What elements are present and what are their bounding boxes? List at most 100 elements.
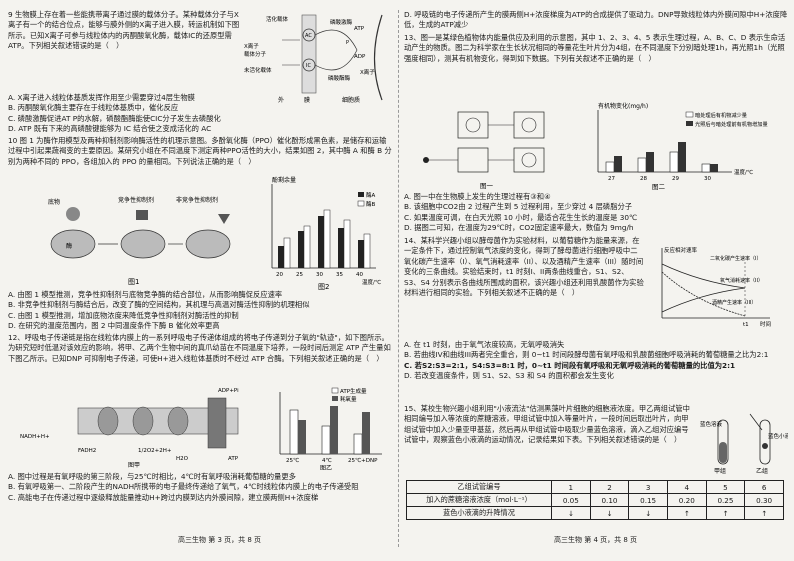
q9-option-d: D. ATP 既有下来的高磷酸键能够为 IC 结合使之变成活化的 AC	[8, 124, 212, 134]
q15-text: 15、某校生物兴趣小组利用"小液流法"估测黑藻叶片细胞的细胞液浓度。甲乙两组试管…	[404, 404, 690, 445]
fig13-bar-dark-28	[637, 157, 647, 173]
q14-option-d: D. 若改变温度条件，则 S1、S2、S3 和 S4 的面积都会发生变化	[404, 371, 614, 381]
fig10-caption-2: 图2	[318, 283, 329, 291]
q13-option-b: B. 该细胞中CO2由 2 过程产生到 5 过程利用，至少穿过 4 层磷脂分子	[404, 202, 633, 212]
table-row-head-2: 蓝色小液滴的升降情况	[406, 506, 552, 520]
q10-fig2-bar-chart: 酚剩余量 20 25 30 35 40 温度/℃ 酶A 酶B 图2	[271, 176, 381, 291]
table-cell: 6	[744, 480, 784, 494]
fig10-x-1: 25	[296, 272, 303, 278]
table-cell: 0.10	[589, 493, 630, 507]
table-row: 蓝色小液滴的升降情况 ↓ ↓ ↓ ↑ ↑ ↑	[406, 506, 784, 520]
fig13-bar-dark-30	[701, 163, 711, 173]
q13-block: 13、图一是某绿色植物体内能量供应及利用的示意图，其中 1、2、3、4、5 表示…	[404, 33, 788, 64]
fig10-x-2: 30	[316, 272, 323, 278]
q13-option-d: D. 据图二可知，在温度为29℃时，CO2固定速率最大，数值为 9mg/h	[404, 223, 634, 233]
fig10-bar-a-25	[298, 231, 304, 268]
fig12-x-0: 25℃	[286, 457, 299, 464]
table-cell: ↑	[744, 506, 784, 520]
q12-option-a: A. 图中过程是有氧呼吸的第三阶段，与25℃时相比，4℃时有氧呼吸消耗葡萄糖的量…	[8, 472, 296, 481]
fig10-bar-b-35	[343, 219, 351, 269]
fig9-label-p: P	[346, 40, 349, 46]
page-divider	[398, 10, 399, 547]
fig12-caption-a: 图甲	[128, 462, 140, 468]
fig15-label-jia: 甲组	[714, 467, 726, 475]
table-cell: 0.15	[628, 493, 668, 507]
table-row: 乙组试管编号 1 2 3 4 5 6	[406, 480, 784, 494]
fig10-bar-b-25	[303, 225, 311, 269]
q13-options: A. 图一中在生物膜上发生的生理过程有③和④ B. 该细胞中CO2由 2 过程产…	[404, 192, 788, 234]
fig10-x-0: 20	[276, 272, 283, 278]
table-cell: 5	[705, 480, 746, 494]
fig12-bar-atp-25	[289, 409, 299, 455]
fig13-legend-1: 暗处理后有机物减少量	[695, 111, 747, 119]
fig13-x-3: 30	[704, 176, 711, 182]
table-cell: 0.25	[705, 493, 746, 507]
fig12-bar-o2-25	[298, 420, 306, 454]
fig9-label-phosphatase: 磷酸酯酶	[328, 74, 351, 82]
fig10-bar-b-20	[283, 237, 291, 269]
q10-option-a: A. 由图 1 模型推测，竞争性抑制剂与底物竞争酶的结合部位，从而影响酶促反应速…	[8, 290, 283, 299]
fig10-x-3: 35	[336, 272, 343, 278]
fig13-x-2: 29	[672, 176, 679, 182]
q12-option-b: B. 有氧呼吸第一、二阶段产生的NADH所携带的电子最终传递给了氧气，4℃时线粒…	[8, 482, 359, 492]
fig9-label-ac: AC	[305, 33, 312, 39]
fig12-bar-o2-4	[330, 406, 338, 454]
fig12-bar-atp-4	[321, 425, 331, 455]
q14-text: 14、某科学兴趣小组以酵母菌作为实验材料，以葡萄糖作为能量来源，在一定条件下，通…	[404, 236, 644, 298]
fig12-label-nadh: NADH+H+	[20, 434, 50, 440]
fig13-bar-light-27	[614, 156, 622, 172]
table-row: 加入的蔗糖溶液浓度（mol·L⁻¹） 0.05 0.10 0.15 0.20 0…	[406, 493, 784, 507]
q10-text: 10 图 1 为酶作用模型及两种抑制剂影响酶活性的机理示意图。多酚氧化酶（PPO…	[8, 136, 392, 166]
fig10-bar-a-20	[278, 246, 284, 268]
q12-text: 12、呼吸电子传递链是指在线粒体内膜上的一系列呼吸电子传递体组成的将电子传递到分…	[8, 333, 391, 363]
fig13-bar-light-29	[678, 142, 686, 172]
table-cell: 0.30	[744, 493, 784, 507]
q10-option-d: D. 在研究的温度范围内，图 2 中同温度条件下酶 B 催化效率更高	[8, 321, 220, 331]
q12-options: A. 图中过程是有氧呼吸的第三阶段，与25℃时相比，4℃时有氧呼吸消耗葡萄糖的量…	[8, 472, 392, 503]
fig9-label-adp: ADP	[354, 54, 366, 60]
q13-text: 13、图一是某绿色植物体内能量供应及利用的示意图，其中 1、2、3、4、5 表示…	[404, 33, 786, 63]
fig13-ylabel: 有机物变化(mg/h)	[598, 102, 648, 110]
fig9-label-kinase: 磷酸激酶	[330, 18, 353, 26]
fig15-label-yi: 乙组	[756, 467, 768, 475]
table-cell: 0.05	[551, 493, 591, 507]
table-row-head-0: 乙组试管编号	[406, 480, 552, 494]
fig9-label-inactive: 未活化载体	[244, 66, 272, 74]
fig12-label-atp: ATP	[228, 456, 239, 462]
table-cell: 4	[666, 480, 707, 494]
fig12-label-h2o: H2O	[176, 456, 189, 462]
q9-options: A. X离子进入线粒体基质发挥作用至少需要穿过4层生物膜 B. 丙酮酸氧化酶主要…	[8, 93, 392, 135]
q9-option-c: C. 磷酸激酶促进AT P的水解，磷酸酯酶能使CIC分子发生去磷酸化	[8, 113, 221, 123]
fig12-bar-o2-dnp	[362, 412, 370, 454]
fig10-ylabel: 酚剩余量	[272, 176, 296, 184]
fig13-legend-2: 光照后与暗处理前有机物增加量	[695, 120, 768, 128]
q9-carrier-diagram: 活化载体 X离子 载体分子 未活化载体 磷酸激酶 ATP ADP 磷酸酯酶 AC…	[244, 14, 383, 104]
fig12-label-o2: 1/2O2+2H+	[138, 448, 172, 454]
fig14-ylabel: 反应相对速率	[664, 246, 698, 254]
fig15-label-blue: 蓝色溶液	[700, 420, 723, 428]
table-cell: ↑	[705, 506, 746, 520]
fig14-label-o2: 氧气消耗速率（II）	[720, 277, 763, 284]
fig10-bar-a-30	[318, 216, 324, 268]
table-cell: 0.20	[666, 493, 707, 507]
table-cell: 1	[551, 480, 591, 494]
q12-block: 12、呼吸电子传递链是指在线粒体内膜上的一系列呼吸电子传递体组成的将电子传递到分…	[8, 333, 392, 364]
fig10-legend-a: 酶A	[366, 191, 376, 199]
fig10-legend-b: 酶B	[366, 200, 376, 208]
table-cell: ↓	[628, 506, 668, 520]
left-footer: 高三生物 第 3 页，共 8 页	[178, 536, 262, 544]
q14-block: 14、某科学兴趣小组以酵母菌作为实验材料，以葡萄糖作为能量来源，在一定条件下，通…	[404, 236, 644, 298]
fig13-bar-light-28	[646, 152, 654, 172]
q14-fig-rate-curves: 反应相对速率 二氧化碳产生速率（I） 氧气消耗速率（II） 酒精产生速率（III…	[661, 246, 771, 328]
table-cell: 2	[589, 480, 630, 494]
fig10-label-substrate: 底物	[48, 198, 60, 206]
fig12-legend-o2: 耗氧量	[340, 395, 357, 403]
q9-block: 9 生物膜上存在着一些能携带离子通过膜的载体分子。某种载体分子与X离子有一个的结…	[8, 10, 240, 52]
fig10-bar-a-40	[358, 240, 364, 268]
fig10-label-noncomp: 非竞争性抑制剂	[176, 196, 218, 204]
fig9-label-active: 活化载体	[266, 15, 289, 23]
fig12-legend-atp: ATP生成量	[340, 387, 367, 395]
q14-option-b: B. 若曲线IV和曲线III两者完全重合，则 0~t1 时间段酵母菌有氧呼吸和乳…	[404, 350, 769, 360]
fig13-x-1: 28	[640, 176, 647, 182]
fig10-xlabel: 温度/℃	[362, 278, 381, 286]
